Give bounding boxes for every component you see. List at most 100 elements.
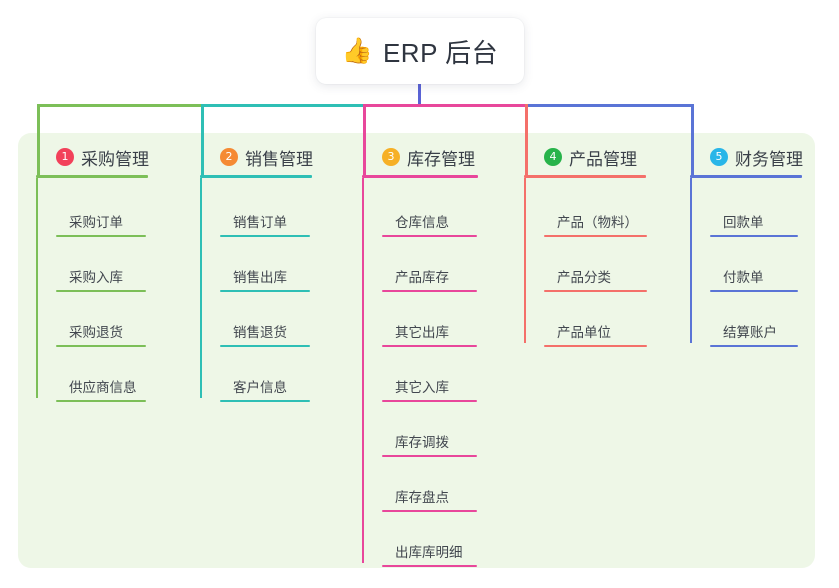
column-underline-3 bbox=[362, 175, 478, 178]
column-header-4[interactable]: 4 产品管理 bbox=[524, 145, 646, 169]
column-drop-3 bbox=[363, 104, 366, 176]
page-title: ERP 后台 bbox=[382, 37, 499, 68]
list-item[interactable]: 产品库存 bbox=[382, 233, 478, 292]
list-item-underline bbox=[710, 345, 798, 347]
list-item-label: 产品单位 bbox=[557, 325, 611, 340]
column-items-1: 采购订单采购入库采购退货供应商信息 bbox=[36, 178, 148, 402]
list-item-underline bbox=[382, 400, 477, 402]
column-header-2[interactable]: 2 销售管理 bbox=[200, 145, 313, 169]
list-item-label: 结算账户 bbox=[723, 325, 777, 340]
list-item[interactable]: 库存调拨 bbox=[382, 398, 478, 457]
column-drop-1 bbox=[37, 104, 40, 176]
list-item-label: 库存盘点 bbox=[395, 490, 449, 505]
list-item-underline bbox=[382, 455, 477, 457]
column-title-4: 产品管理 bbox=[569, 149, 637, 169]
column-spine-3 bbox=[362, 178, 364, 563]
column-drop-5 bbox=[691, 104, 694, 176]
column-underline-1 bbox=[36, 175, 148, 178]
list-item-underline bbox=[710, 290, 798, 292]
list-item-label: 付款单 bbox=[723, 270, 764, 285]
list-item[interactable]: 其它出库 bbox=[382, 288, 478, 347]
list-item[interactable]: 其它入库 bbox=[382, 343, 478, 402]
list-item-label: 其它出库 bbox=[395, 325, 449, 340]
list-item-underline bbox=[220, 290, 310, 292]
root-node[interactable]: 👍 ERP 后台 bbox=[316, 18, 524, 84]
list-item[interactable]: 采购退货 bbox=[56, 288, 148, 347]
column-spine-4 bbox=[524, 178, 526, 343]
list-item-label: 产品（物料） bbox=[557, 215, 638, 230]
bus-segment-3 bbox=[363, 104, 528, 107]
list-item-underline bbox=[544, 235, 647, 237]
column-drop-4 bbox=[525, 104, 528, 176]
list-item-label: 其它入库 bbox=[395, 380, 449, 395]
list-item[interactable]: 产品单位 bbox=[544, 288, 647, 347]
column-1: 1 采购管理采购订单采购入库采购退货供应商信息 bbox=[36, 145, 149, 402]
list-item-underline bbox=[220, 345, 310, 347]
column-underline-4 bbox=[524, 175, 646, 178]
list-item-underline bbox=[382, 565, 477, 567]
column-items-3: 仓库信息产品库存其它出库其它入库库存调拨库存盘点出库库明细 bbox=[362, 178, 478, 567]
list-item[interactable]: 结算账户 bbox=[710, 288, 802, 347]
column-drop-2 bbox=[201, 104, 204, 176]
column-badge-4: 4 bbox=[544, 148, 562, 166]
list-item-underline bbox=[382, 235, 477, 237]
list-item-underline bbox=[544, 345, 647, 347]
list-item[interactable]: 采购入库 bbox=[56, 233, 148, 292]
column-badge-5: 5 bbox=[710, 148, 728, 166]
list-item-underline bbox=[382, 290, 477, 292]
column-2: 2 销售管理销售订单销售出库销售退货客户信息 bbox=[200, 145, 313, 402]
list-item-underline bbox=[56, 345, 146, 347]
list-item-underline bbox=[710, 235, 798, 237]
column-header-1[interactable]: 1 采购管理 bbox=[36, 145, 149, 169]
list-item-label: 采购退货 bbox=[69, 325, 123, 340]
list-item[interactable]: 销售出库 bbox=[220, 233, 312, 292]
column-spine-1 bbox=[36, 178, 38, 398]
list-item-label: 产品库存 bbox=[395, 270, 449, 285]
column-badge-1: 1 bbox=[56, 148, 74, 166]
list-item[interactable]: 销售订单 bbox=[220, 178, 312, 237]
list-item[interactable]: 库存盘点 bbox=[382, 453, 478, 512]
list-item[interactable]: 仓库信息 bbox=[382, 178, 478, 237]
column-title-1: 采购管理 bbox=[81, 149, 149, 169]
list-item-underline bbox=[544, 290, 647, 292]
list-item-label: 供应商信息 bbox=[69, 380, 137, 395]
list-item-underline bbox=[56, 235, 146, 237]
list-item-underline bbox=[382, 510, 477, 512]
bus-segment-5 bbox=[525, 104, 694, 107]
list-item[interactable]: 回款单 bbox=[710, 178, 802, 237]
list-item-label: 库存调拨 bbox=[395, 435, 449, 450]
column-underline-2 bbox=[200, 175, 312, 178]
list-item-underline bbox=[382, 345, 477, 347]
root-stem bbox=[418, 84, 421, 107]
list-item[interactable]: 销售退货 bbox=[220, 288, 312, 347]
list-item-underline bbox=[220, 235, 310, 237]
list-item-underline bbox=[220, 400, 310, 402]
list-item[interactable]: 产品分类 bbox=[544, 233, 647, 292]
list-item-label: 销售订单 bbox=[233, 215, 287, 230]
list-item[interactable]: 出库库明细 bbox=[382, 508, 478, 567]
list-item-label: 客户信息 bbox=[233, 380, 287, 395]
column-items-2: 销售订单销售出库销售退货客户信息 bbox=[200, 178, 312, 402]
column-badge-2: 2 bbox=[220, 148, 238, 166]
list-item-underline bbox=[56, 400, 146, 402]
column-title-2: 销售管理 bbox=[245, 149, 313, 169]
bus-segment-1 bbox=[37, 104, 204, 107]
list-item[interactable]: 付款单 bbox=[710, 233, 802, 292]
column-badge-3: 3 bbox=[382, 148, 400, 166]
list-item-label: 采购入库 bbox=[69, 270, 123, 285]
list-item-label: 出库库明细 bbox=[395, 545, 463, 560]
list-item[interactable]: 供应商信息 bbox=[56, 343, 148, 402]
list-item-label: 销售退货 bbox=[233, 325, 287, 340]
column-spine-5 bbox=[690, 178, 692, 343]
list-item[interactable]: 采购订单 bbox=[56, 178, 148, 237]
list-item-label: 产品分类 bbox=[557, 270, 611, 285]
list-item[interactable]: 客户信息 bbox=[220, 343, 312, 402]
content-panel bbox=[18, 133, 815, 568]
list-item[interactable]: 产品（物料） bbox=[544, 178, 647, 237]
list-item-label: 仓库信息 bbox=[395, 215, 449, 230]
